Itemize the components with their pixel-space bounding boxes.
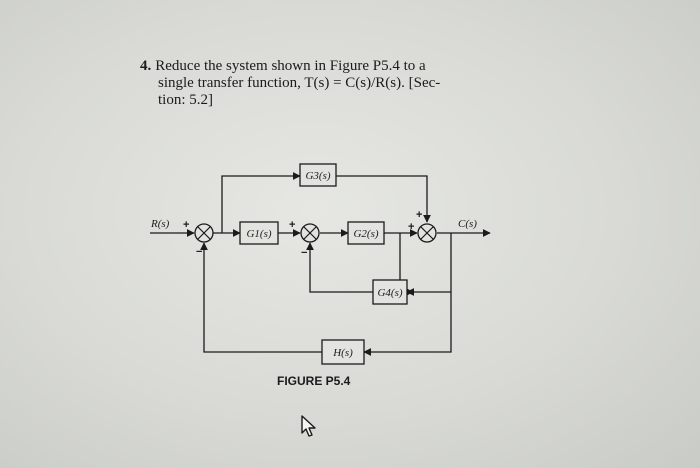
block-g1-label: G1(s) (246, 228, 271, 240)
sign-s3-in: + (408, 221, 414, 233)
wire-to-g3 (221, 172, 301, 233)
block-g2 (347, 221, 385, 245)
sign-s2-fb: − (301, 247, 307, 259)
block-h (321, 339, 365, 365)
block-g3 (299, 163, 337, 187)
problem-number: 4. (140, 58, 152, 74)
sign-s2-in: + (289, 219, 295, 231)
figure-caption: FIGURE P5.4 (277, 374, 351, 388)
summing-junction-3 (417, 223, 437, 243)
wire-g3-s3 (336, 175, 431, 223)
input-label: R(s) (150, 218, 170, 230)
problem-statement: 4.Reduce the system shown in Figure P5.4… (140, 58, 520, 109)
block-g1 (239, 221, 279, 245)
wire-out-h (363, 292, 452, 356)
output-label: C(s) (458, 218, 477, 230)
mouse-pointer-icon (300, 414, 320, 443)
block-g3-label: G3(s) (305, 170, 330, 182)
problem-line-2: single transfer function, T(s) = C(s)/R(… (158, 75, 441, 91)
wire-h-s1 (200, 242, 322, 353)
wire-g4-s2 (306, 242, 373, 293)
block-g4 (372, 279, 408, 305)
sign-s3-top: + (416, 209, 422, 221)
problem-line-1: 4.Reduce the system shown in Figure P5.4… (140, 58, 426, 74)
block-h-label: H(s) (332, 347, 353, 359)
problem-line-3: tion: 5.2] (158, 92, 213, 108)
block-g4-label: G4(s) (377, 287, 402, 299)
sign-s1-fb: − (196, 246, 202, 258)
summing-junction-1 (194, 223, 214, 243)
summing-junction-2 (300, 223, 320, 243)
block-g2-label: G2(s) (353, 228, 378, 240)
sign-s1-in: + (183, 219, 189, 231)
